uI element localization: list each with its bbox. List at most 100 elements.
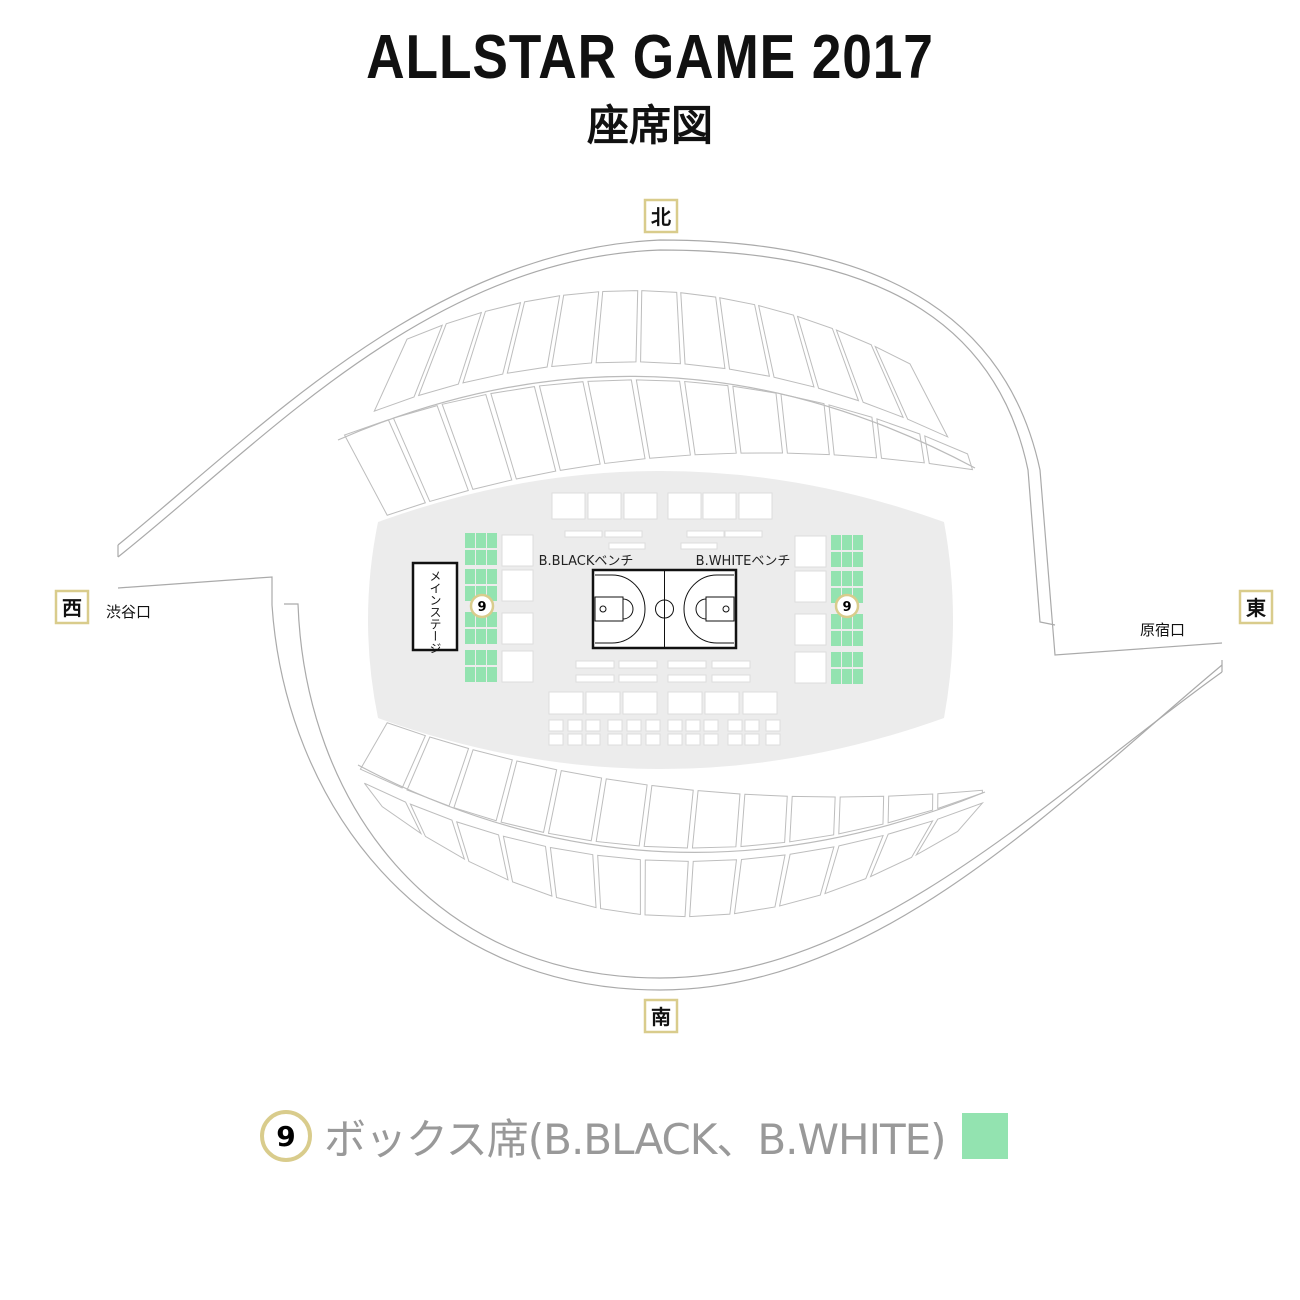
seat-section: [838, 795, 885, 835]
box-seat: [853, 631, 863, 646]
box-seat: [465, 650, 475, 665]
main-stage: [411, 561, 459, 652]
floor-seat-block: [724, 530, 763, 538]
floor-seat-block: [794, 570, 827, 603]
seat-section: [740, 793, 788, 848]
floor-seat-block: [623, 492, 658, 520]
seat-section: [502, 835, 553, 897]
box-seat: [476, 667, 486, 682]
seat-section: [789, 795, 836, 843]
floor-seat-blocks: [501, 492, 827, 746]
floor-seat-block: [685, 719, 701, 732]
seat-section: [835, 329, 905, 419]
seat-section: [595, 778, 648, 847]
seat-section: [441, 393, 513, 490]
tier-dividers: [337, 375, 986, 853]
box-seat: [487, 650, 497, 665]
box-seat: [853, 588, 863, 603]
floor-seat-block: [765, 733, 781, 746]
floor-seat-block: [585, 733, 601, 746]
floor-seat-block: [626, 733, 642, 746]
floor-seat-block: [622, 691, 658, 715]
main-stage-label: メインステージ: [428, 570, 442, 654]
floor-seat-block: [667, 674, 707, 683]
floor-seat-block: [738, 492, 773, 520]
box-seat: [831, 669, 841, 684]
seat-section: [595, 290, 639, 364]
page-subtitle: 座席図: [586, 101, 713, 150]
seat-section: [538, 381, 601, 471]
floor-seat-block: [604, 530, 643, 538]
box-seat: [853, 535, 863, 550]
seat-section: [455, 821, 509, 881]
box-seat: [842, 552, 852, 567]
floor-seat-block: [667, 660, 707, 669]
legend: 9 ボックス席(B.BLACK、B.WHITE): [260, 1108, 1008, 1164]
box-seat: [476, 650, 486, 665]
seat-section: [417, 311, 483, 397]
floor-seat-block: [794, 651, 827, 684]
seat-section: [373, 324, 444, 412]
floor-seat-block: [567, 719, 583, 732]
floor-seat-block: [501, 534, 534, 567]
svg-text:9: 9: [842, 600, 851, 615]
box-seat: [842, 652, 852, 667]
floor-seat-block: [703, 719, 719, 732]
seat-section: [680, 292, 726, 370]
box-seat: [487, 612, 497, 627]
floor-seat-block: [607, 719, 623, 732]
box-seat: [476, 612, 486, 627]
seat-section: [551, 291, 600, 368]
box-seat: [831, 614, 841, 629]
floor-seat-block: [765, 719, 781, 732]
floor-seat-block: [702, 492, 737, 520]
box-seat: [842, 535, 852, 550]
box-seat: [842, 631, 852, 646]
floor-seat-block: [575, 674, 615, 683]
floor-seat-block: [645, 733, 661, 746]
floor-seat-block: [585, 691, 621, 715]
box-seat: [842, 571, 852, 586]
seat-section: [758, 304, 815, 388]
seat-section: [796, 315, 860, 402]
seat-section: [409, 803, 466, 861]
seat-section: [876, 418, 925, 464]
floor-seat-block: [686, 530, 725, 538]
box-seat: [465, 629, 475, 644]
seat-section: [719, 297, 771, 377]
floor-seat-block: [667, 492, 702, 520]
floor-seat-block: [585, 719, 601, 732]
floor-seat-block: [567, 733, 583, 746]
floor-seat-block: [575, 660, 615, 669]
seat-section: [453, 749, 513, 822]
seat-section: [597, 854, 641, 916]
seat-section: [644, 859, 689, 918]
floor-seat-block: [685, 733, 701, 746]
box-seat: [476, 550, 486, 565]
seat-section: [392, 404, 469, 503]
box-seat: [853, 652, 863, 667]
floor-seat-block: [742, 691, 778, 715]
box-seat: [465, 550, 475, 565]
compass-south: [643, 998, 679, 1034]
west-gate-label: 渋谷口: [106, 603, 151, 621]
floor-seat-block: [794, 613, 827, 646]
seat-section: [640, 290, 681, 365]
seat-section: [363, 782, 423, 836]
seat-section: [778, 846, 835, 907]
seat-section: [643, 784, 694, 849]
seat-section: [691, 790, 741, 849]
floor-seat-block: [587, 492, 622, 520]
floor-seat-block: [564, 530, 603, 538]
box-seat: [487, 667, 497, 682]
arena-walls: [117, 239, 1223, 991]
box-seat: [831, 571, 841, 586]
seat-section: [887, 793, 934, 824]
floor-seat-block: [727, 733, 743, 746]
box-seat: [487, 586, 497, 601]
seat-section: [914, 801, 985, 857]
box-seat: [842, 669, 852, 684]
floor-seat-block: [501, 569, 534, 602]
box-seat: [853, 614, 863, 629]
floor-seat-block: [645, 719, 661, 732]
